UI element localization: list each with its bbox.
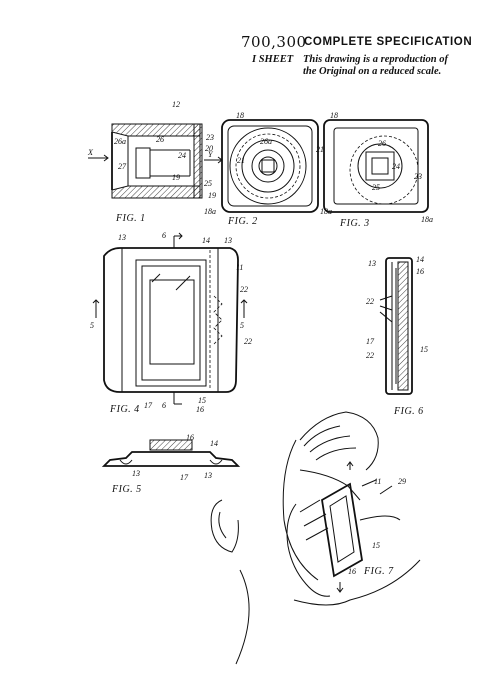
fig1-label-x: X xyxy=(87,148,94,157)
fig1-label-27: 27 xyxy=(118,162,127,171)
fig1-caption: FIG. 1 xyxy=(115,213,146,224)
fig7-user-illustration xyxy=(210,411,421,665)
fig2-label-18a: 18a xyxy=(204,207,216,216)
fig4-caption: FIG. 4 xyxy=(109,404,140,415)
fig1-label-26a: 26a xyxy=(114,137,126,146)
fig6-label-22b: 22 xyxy=(366,351,374,360)
fig2-label-21: 21 xyxy=(237,156,245,165)
fig1-label-24: 24 xyxy=(178,151,186,160)
fig2-caption: FIG. 2 xyxy=(227,216,258,227)
fig7-caption: FIG. 7 xyxy=(363,566,394,577)
fig6-label-14: 14 xyxy=(416,255,424,264)
fig2-label-18: 18 xyxy=(236,111,244,120)
fig4-label-5: 5 xyxy=(90,321,94,330)
fig2-label-26a: 26a xyxy=(260,137,272,146)
fig6-side-section xyxy=(379,257,413,395)
fig3-caption: FIG. 3 xyxy=(339,218,370,229)
fig1-viewer-section xyxy=(88,123,223,199)
fig6-label-15: 15 xyxy=(420,345,428,354)
fig4-label-22b: 22 xyxy=(244,337,252,346)
fig4-viewer-plan xyxy=(92,232,248,405)
fig1-label-23: 23 xyxy=(206,133,214,142)
fig4-label-15: 15 xyxy=(198,396,206,405)
figure-1: 12 26a 26 27 23 20 24 19 25 X Y FIG. 1 xyxy=(87,100,223,224)
fig1-label-25: 25 xyxy=(204,179,212,188)
fig6-label-13: 13 xyxy=(368,259,376,268)
fig3-label-18: 18 xyxy=(330,111,338,120)
fig4-label-6: 6 xyxy=(162,231,166,240)
fig5-label-17: 17 xyxy=(180,473,189,482)
fig7-label-29: 29 xyxy=(398,477,406,486)
fig2-front-view xyxy=(221,119,319,213)
fig7-label-16: 16 xyxy=(348,567,356,576)
fig5-label-16: 16 xyxy=(186,433,194,442)
fig1-label-y: Y xyxy=(208,150,214,159)
fig5-caption: FIG. 5 xyxy=(111,484,142,495)
figure-7: 11 29 15 16 FIG. 7 xyxy=(210,411,421,665)
fig5-end-section xyxy=(101,439,241,467)
fig3-rear-view xyxy=(323,119,429,213)
fig3-label-24: 24 xyxy=(392,162,400,171)
figure-2: 18 26a 21 21 19 18a FIG. 2 xyxy=(204,111,324,227)
fig4-label-5b: 5 xyxy=(240,321,244,330)
figure-5: 16 14 13 17 13 FIG. 5 xyxy=(101,433,241,495)
fig5-label-13: 13 xyxy=(132,469,140,478)
fig6-caption: FIG. 6 xyxy=(393,406,424,417)
fig2-label-19: 19 xyxy=(208,191,216,200)
fig3-label-18a-2: 18a xyxy=(421,215,433,224)
fig4-label-16: 16 xyxy=(196,405,204,414)
patent-number: 700,300 xyxy=(241,33,307,51)
specification-title: COMPLETE SPECIFICATION xyxy=(304,36,473,48)
fig4-label-11: 11 xyxy=(236,263,243,272)
fig4-label-14: 14 xyxy=(202,236,210,245)
fig4-label-13b: 13 xyxy=(224,236,232,245)
fig6-label-16: 16 xyxy=(416,267,424,276)
fig6-label-17: 17 xyxy=(366,337,375,346)
fig4-label-17: 17 xyxy=(144,401,153,410)
fig2-label-21b: 21 xyxy=(316,145,324,154)
fig6-label-22: 22 xyxy=(366,297,374,306)
fig5-label-13b: 13 xyxy=(204,471,212,480)
figure-3: 18 26 24 25 23 18a 18a FIG. 3 xyxy=(320,111,433,229)
fig5-label-14: 14 xyxy=(210,439,218,448)
fig1-label-26: 26 xyxy=(156,135,164,144)
sheet-count: I SHEET xyxy=(252,54,294,65)
fig3-label-23: 23 xyxy=(414,172,422,181)
fig4-label-22: 22 xyxy=(240,285,248,294)
fig3-label-25: 25 xyxy=(372,183,380,192)
fig1-label-12: 12 xyxy=(172,100,180,109)
fig1-label-20: 20 xyxy=(205,144,213,153)
fig7-label-15: 15 xyxy=(372,541,380,550)
fig1-label-19: 19 xyxy=(172,173,180,182)
fig4-label-6b: 6 xyxy=(162,401,166,410)
fig4-label-13: 13 xyxy=(118,233,126,242)
figure-4: 13 6 14 13 11 22 22 5 5 17 6 15 16 FIG. … xyxy=(90,231,252,415)
reproduction-note-line2: the Original on a reduced scale. xyxy=(303,66,442,77)
fig3-label-18a: 18a xyxy=(320,207,332,216)
figure-6: 13 14 16 22 17 15 22 FIG. 6 xyxy=(366,255,428,417)
reproduction-note-line1: This drawing is a reproduction of xyxy=(303,54,448,65)
fig3-label-26: 26 xyxy=(378,139,386,148)
fig7-label-11: 11 xyxy=(374,477,381,486)
